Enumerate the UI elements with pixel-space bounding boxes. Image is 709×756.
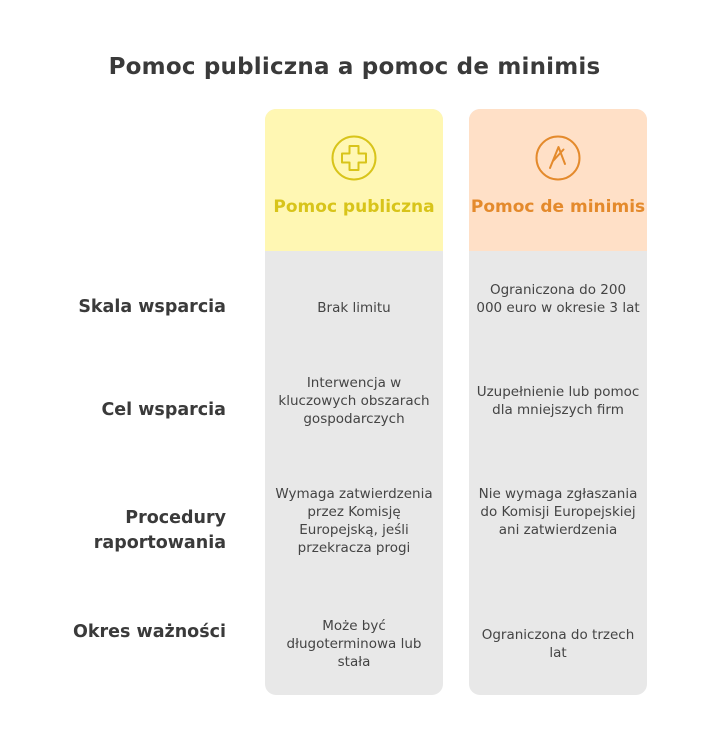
cell-minimis-okres: Ograniczona do trzech lat <box>481 627 635 661</box>
column-header-pomoc-publiczna: Pomoc publiczna <box>265 109 443 251</box>
cell-publiczna-procedury: Wymaga zatwierdzenia przez Komisję Europ… <box>275 486 433 556</box>
compass-icon <box>535 135 581 181</box>
cell-publiczna-okres: Może być długoterminowa lub stała <box>286 618 422 670</box>
page-title: Pomoc publiczna a pomoc de minimis <box>108 54 601 80</box>
column-title-pomoc-publiczna: Pomoc publiczna <box>273 197 435 217</box>
row-label-skala: Skala wsparcia <box>78 297 226 317</box>
column-header-pomoc-de-minimis: Pomoc de minimis <box>469 109 647 251</box>
cell-publiczna-skala: Brak limitu <box>317 300 391 316</box>
row-label-procedury: Procedury raportowania <box>93 508 226 553</box>
row-label-cel: Cel wsparcia <box>101 400 226 420</box>
cell-minimis-skala: Ograniczona do 200 000 euro w okresie 3 … <box>476 282 640 316</box>
column-pomoc-publiczna: Pomoc publiczna Brak limitu Interwencja … <box>265 109 443 695</box>
column-title-pomoc-de-minimis: Pomoc de minimis <box>470 197 646 217</box>
cell-minimis-procedury: Nie wymaga zgłaszania do Komisji Europej… <box>478 486 638 538</box>
column-pomoc-de-minimis: Pomoc de minimis Ograniczona do 200 000 … <box>469 109 647 695</box>
cell-publiczna-cel: Interwencja w kluczowych obszarach gospo… <box>278 375 430 427</box>
cell-minimis-cel: Uzupełnienie lub pomoc dla mniejszych fi… <box>476 384 640 418</box>
row-label-okres: Okres ważności <box>73 622 226 642</box>
plus-icon <box>331 135 377 181</box>
